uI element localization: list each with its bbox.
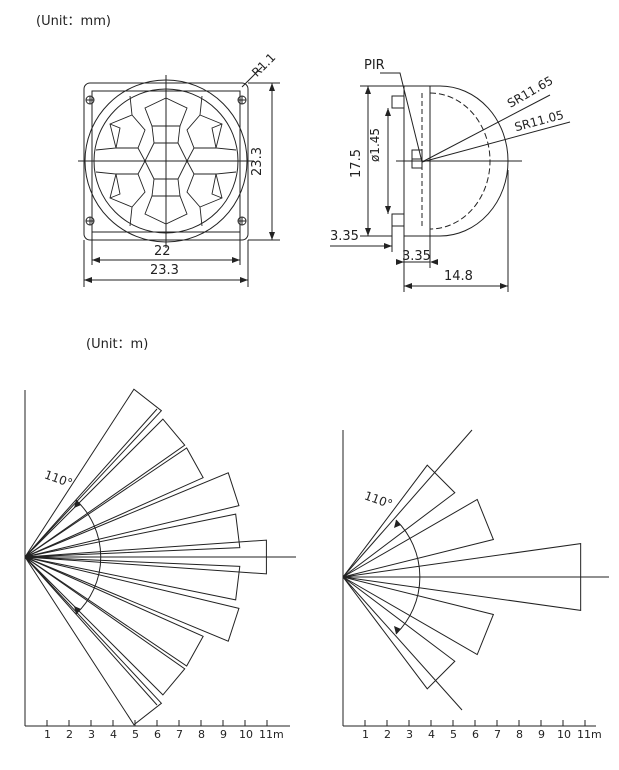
depth-label: 14.8	[444, 269, 473, 284]
pl-boundary-lower	[24, 556, 158, 706]
pl-tick-label: 10	[239, 728, 253, 741]
r11-leader	[241, 66, 263, 88]
pr-tick-label: 10	[557, 728, 571, 741]
pl-tick-label: 11m	[259, 728, 284, 741]
pr-tick-label: 3	[406, 728, 413, 741]
pr-tick-label: 4	[428, 728, 435, 741]
side-tab-top	[391, 95, 405, 109]
sr2-leader	[421, 121, 571, 163]
pr-zone-5	[342, 576, 456, 690]
pl-zone-11	[24, 556, 163, 726]
pr-tick-label: 8	[516, 728, 523, 741]
bottom-offset-label: 3.35	[402, 249, 431, 264]
side-tab-bottom	[391, 213, 405, 227]
pl-tick-label: 5	[132, 728, 139, 741]
side-arrowheads	[365, 86, 508, 289]
pl-tick-label: 2	[66, 728, 73, 741]
pr-tick-label: 9	[538, 728, 545, 741]
pr-angle-arc	[395, 519, 421, 635]
pr-tick-label: 1	[362, 728, 369, 741]
pr-tick-label: 6	[472, 728, 479, 741]
pr-arc-arrows	[394, 520, 401, 634]
pl-zone-8	[24, 556, 240, 642]
pr-tick-label: 7	[494, 728, 501, 741]
pattern-left	[24, 388, 296, 727]
unit-label-mm: (Unit：mm)	[36, 14, 111, 29]
pl-boundary-upper	[24, 408, 158, 558]
pl-zone-1	[24, 388, 163, 558]
pl-zone-10	[24, 556, 186, 696]
inner-width-label: 22	[154, 244, 171, 259]
pr-zone-1	[342, 464, 456, 578]
pl-zone-5	[24, 513, 241, 558]
pl-tick-label: 8	[198, 728, 205, 741]
front-arrowheads	[84, 83, 275, 283]
lens-facets	[95, 95, 237, 227]
pr-boundary-upper	[342, 429, 473, 578]
pl-zone-4	[24, 472, 240, 558]
pr-zone-4	[342, 576, 495, 656]
side-dome	[429, 85, 509, 237]
pl-ticks	[46, 720, 268, 726]
pattern-right	[342, 429, 609, 727]
pl-tick-label: 3	[88, 728, 95, 741]
pr-tick-label: 2	[384, 728, 391, 741]
pl-zone-7	[24, 556, 241, 601]
dia-label: ø1.45	[368, 127, 383, 163]
pl-zone-9	[24, 556, 204, 667]
outer-width-label: 23.3	[150, 263, 179, 278]
pl-tick-label: 4	[110, 728, 117, 741]
pl-zone-2	[24, 418, 186, 558]
pir-leader	[380, 72, 423, 163]
side-height-label: 17.5	[348, 149, 364, 178]
pr-zone-3	[342, 543, 582, 611]
left-offset-label: 3.35	[330, 229, 359, 244]
pr-tick-label: 11m	[577, 728, 602, 741]
pl-angle-arc	[75, 499, 102, 615]
pl-zones	[24, 388, 267, 726]
pl-tick-label: 6	[154, 728, 161, 741]
pl-arc-arrows	[74, 500, 81, 614]
pl-tick-label: 9	[220, 728, 227, 741]
front-view	[78, 66, 280, 287]
pl-tick-label: 1	[44, 728, 51, 741]
screw-holes	[85, 95, 247, 226]
pr-ticks	[364, 720, 586, 726]
front-height-label: 23.3	[249, 147, 265, 176]
pl-tick-label: 7	[176, 728, 183, 741]
pr-tick-label: 5	[450, 728, 457, 741]
pr-zone-2	[342, 498, 495, 578]
side-view	[330, 72, 571, 292]
pr-boundary-lower	[342, 576, 463, 711]
unit-label-m: (Unit：m)	[86, 337, 149, 352]
pl-zone-6	[24, 539, 267, 575]
sr1-leader	[421, 94, 551, 163]
pir-label: PIR	[364, 58, 385, 73]
pl-zone-3	[24, 447, 204, 558]
